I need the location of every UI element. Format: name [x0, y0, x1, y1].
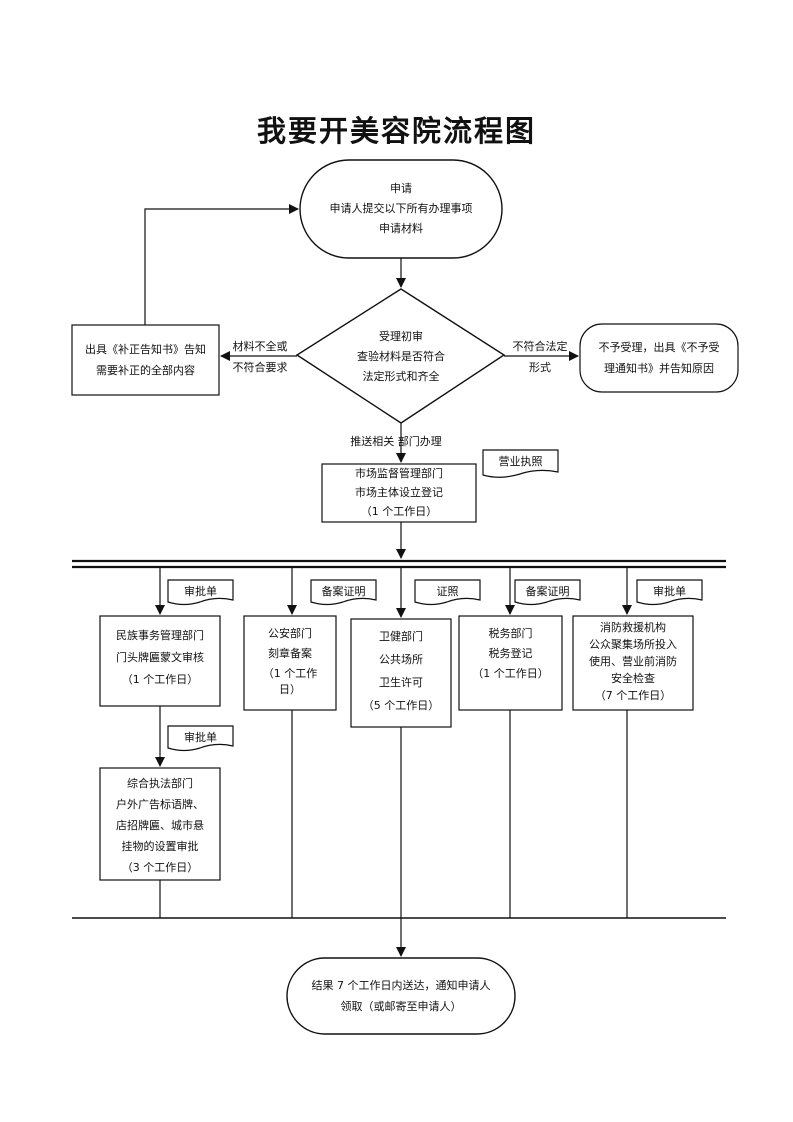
doc-flag-5 — [636, 579, 703, 606]
dept1-line2: 门头牌匾蒙文审核 — [116, 651, 204, 664]
dept5-box — [572, 615, 694, 711]
doc-flag-1 — [167, 579, 234, 606]
doc-flag-6 — [167, 725, 234, 752]
market-doc-shape — [482, 449, 559, 478]
dept2-box — [243, 615, 337, 711]
dept4-line3: （1 个工作日） — [472, 667, 549, 680]
market-line2: 市场主体设立登记 — [355, 486, 443, 499]
left-label-line1: 材料不全或 — [232, 340, 288, 353]
arrow-left-back-to-start — [144, 204, 299, 325]
left-box-line2: 需要补正的全部内容 — [96, 364, 195, 377]
doc-flag-5-label: 审批单 — [653, 585, 686, 598]
dept3-line3: 卫生许可 — [379, 676, 423, 689]
doc-flag-3 — [414, 579, 481, 606]
doc-flag-4 — [514, 579, 581, 606]
start-line3: 申请材料 — [379, 222, 423, 235]
market-line3: （1 个工作日） — [360, 505, 438, 518]
dept6-line1: 综合执法部门 — [127, 777, 193, 790]
dept6-line3: 店招牌匾、城市悬 — [116, 819, 204, 832]
result-terminator — [286, 957, 516, 1035]
dept3-line1: 卫健部门 — [379, 630, 423, 643]
doc-flag-1-label: 审批单 — [184, 585, 217, 598]
review-line2: 查验材料是否符合 — [357, 350, 445, 363]
dept3-line2: 公共场所 — [379, 653, 423, 666]
left-box — [71, 324, 220, 396]
start-line1: 申请 — [390, 182, 412, 195]
dept1-line3: （1 个工作日） — [121, 673, 199, 686]
doc-flag-3-label: 证照 — [436, 585, 459, 598]
doc-flag-4-label: 备案证明 — [525, 585, 570, 598]
push-label: 推送相关 部门办理 — [350, 435, 442, 448]
doc-flag-6-label: 审批单 — [184, 731, 217, 744]
left-label-line2: 不符合要求 — [232, 361, 288, 374]
dept5-line2: 公众聚集场所投入 — [589, 638, 677, 651]
dept5-line5: （7 个工作日） — [594, 689, 672, 702]
dept6-line4: 挂物的设置审批 — [121, 840, 199, 853]
market-doc-label: 营业执照 — [498, 455, 543, 468]
dept5-line1: 消防救援机构 — [600, 621, 666, 634]
review-line1: 受理初审 — [379, 330, 423, 343]
dept5-line3: 使用、营业前消防 — [589, 655, 677, 668]
right-box — [579, 323, 739, 393]
dept3-line4: （5 个工作日） — [362, 699, 440, 712]
dept2-line3: （1 个工作 — [262, 667, 318, 680]
dept2-line1: 公安部门 — [268, 627, 312, 640]
right-label-line2: 形式 — [529, 361, 551, 374]
start-line2: 申请人提交以下所有办理事项 — [329, 202, 473, 215]
dept2-line4: 日） — [279, 683, 301, 696]
left-box-line1: 出具《补正告知书》告知 — [85, 343, 206, 356]
dept4-line2: 税务登记 — [488, 647, 533, 660]
page-title: 我要开美容院流程图 — [256, 114, 536, 148]
result-line1: 结果 7 个工作日内送达，通知申请人 — [311, 979, 491, 992]
right-box-line2: 理通知书》并告知原因 — [604, 362, 714, 375]
dept5-line4: 安全检查 — [611, 672, 655, 685]
result-line2: 领取（或邮寄至申请人） — [340, 1000, 462, 1013]
dept6-line5: （3 个工作日） — [121, 861, 199, 874]
market-box — [321, 463, 477, 523]
dept6-line2: 户外广告标语牌、 — [116, 798, 204, 811]
right-label-line1: 不符合法定 — [512, 340, 568, 353]
review-line3: 法定形式和齐全 — [362, 370, 440, 383]
dept1-line1: 民族事务管理部门 — [116, 629, 204, 642]
right-box-line1: 不予受理，出具《不予受 — [598, 341, 720, 354]
dept4-line1: 税务部门 — [488, 627, 533, 640]
doc-flag-2-label: 备案证明 — [321, 585, 366, 598]
market-line1: 市场监督管理部门 — [355, 467, 443, 480]
dept2-line2: 刻章备案 — [268, 647, 312, 660]
doc-flag-2 — [310, 579, 377, 606]
